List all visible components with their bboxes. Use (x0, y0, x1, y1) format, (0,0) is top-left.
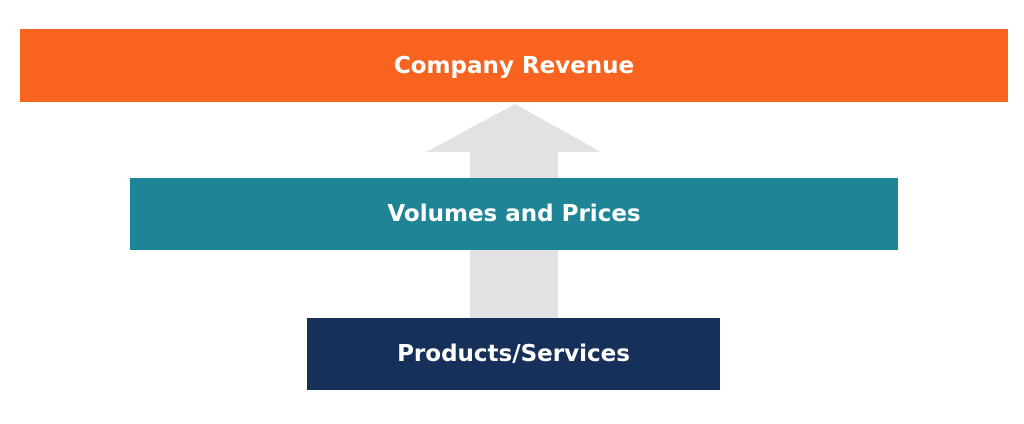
products-services-box: Products/Services (307, 318, 720, 390)
company-revenue-box: Company Revenue (20, 29, 1008, 102)
volumes-prices-box: Volumes and Prices (130, 178, 898, 250)
products-services-label: Products/Services (397, 341, 630, 367)
company-revenue-label: Company Revenue (393, 52, 635, 79)
volumes-prices-label: Volumes and Prices (387, 201, 641, 227)
